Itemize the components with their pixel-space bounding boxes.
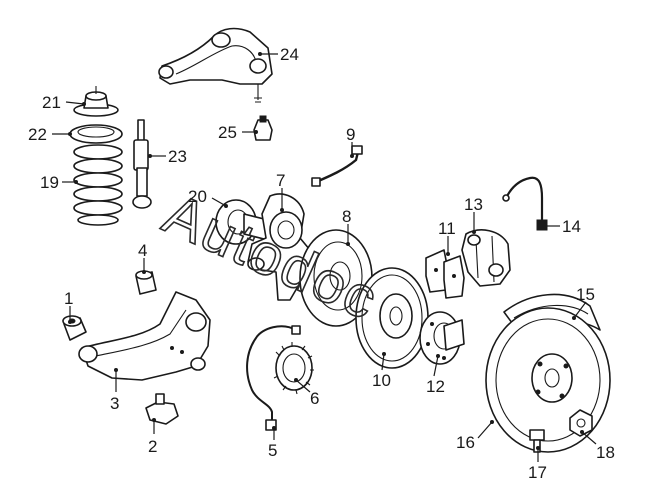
callout-10: 10 (372, 371, 391, 390)
callout-5: 5 (268, 441, 277, 460)
dust-shield (299, 229, 373, 327)
callout-8: 8 (342, 207, 351, 226)
spring-top-mount (73, 86, 119, 117)
upper-ball-joint (253, 115, 273, 141)
abs-sensor-cable (246, 325, 301, 431)
callout-25: 25 (218, 123, 237, 142)
callout-3: 3 (110, 394, 119, 413)
bush-upper (135, 270, 157, 295)
hub-bearing (215, 199, 269, 245)
callout-17: 17 (528, 463, 547, 482)
wheel-bolt (529, 429, 545, 453)
brake-caliper (461, 229, 511, 287)
callout-11: 11 (438, 219, 456, 238)
callout-21: 21 (42, 93, 61, 112)
callout-6: 6 (310, 389, 319, 408)
brake-hose (311, 145, 363, 187)
callout-14: 14 (562, 217, 581, 236)
callout-16: 16 (456, 433, 475, 452)
lower-control-arm (78, 291, 211, 381)
abs-ring (273, 342, 314, 395)
callout-12: 12 (426, 377, 445, 396)
upper-control-arm (158, 27, 273, 103)
callout-13: 13 (464, 195, 483, 214)
brake-disc (355, 267, 429, 369)
shock-absorber (132, 119, 152, 209)
bush-lower (62, 315, 87, 341)
brake-pads (425, 249, 465, 299)
callout-labels: 1 2 3 4 5 6 7 8 9 10 11 12 13 14 15 16 1… (28, 45, 615, 482)
callout-1: 1 (64, 289, 73, 308)
callout-23: 23 (168, 147, 187, 166)
callout-18: 18 (596, 443, 615, 462)
spring-seat (69, 124, 123, 144)
callout-7: 7 (276, 171, 285, 190)
wheel-hub (419, 311, 465, 365)
brake-line (502, 176, 548, 231)
callout-19: 19 (40, 173, 59, 192)
leader-lines (52, 52, 597, 462)
callout-20: 20 (188, 187, 207, 206)
callout-24: 24 (280, 45, 299, 64)
wheel-nut (569, 409, 593, 437)
coil-spring (73, 144, 123, 226)
lower-ball-joint (145, 393, 179, 425)
steering-knuckle (247, 193, 311, 301)
callout-2: 2 (148, 437, 157, 456)
callout-15: 15 (576, 285, 595, 304)
callout-22: 22 (28, 125, 47, 144)
callout-9: 9 (346, 125, 355, 144)
callout-4: 4 (138, 241, 147, 260)
